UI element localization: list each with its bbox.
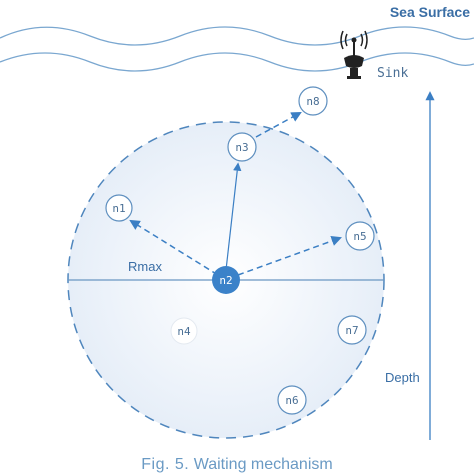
- node-n8: n8: [298, 86, 328, 116]
- depth-label: Depth: [385, 370, 420, 385]
- forwarding-arrows: [129, 111, 342, 281]
- node-n6: n6: [277, 385, 307, 415]
- node-n7: n7: [337, 315, 367, 345]
- rmax-label: Rmax: [128, 259, 162, 274]
- node-n8-label: n8: [306, 95, 319, 108]
- node-n5: n5: [345, 221, 375, 251]
- node-n3-label: n3: [235, 141, 248, 154]
- node-n7-label: n7: [345, 324, 358, 337]
- node-n2: n2: [212, 266, 240, 294]
- sea-waves: [0, 26, 474, 72]
- sink-buoy-icon: [340, 30, 368, 79]
- arrow-n3-n8: [255, 111, 302, 138]
- arrow-n2-n5: [237, 235, 342, 276]
- sea-surface-label: Sea Surface: [390, 4, 470, 20]
- node-n5-label: n5: [353, 230, 366, 243]
- sink-label: Sink: [377, 66, 408, 81]
- node-n6-label: n6: [285, 394, 298, 407]
- wave-line-top: [0, 26, 474, 46]
- arrow-n2-n1: [129, 219, 227, 281]
- caption-figure-number: Fig. 5.: [141, 456, 190, 473]
- node-n3: n3: [227, 132, 257, 162]
- arrow-n2-n3: [225, 162, 242, 271]
- node-n2-label: n2: [219, 274, 232, 287]
- wave-line-bottom: [0, 52, 474, 72]
- node-n4-label: n4: [177, 325, 191, 338]
- caption-text: Waiting mechanism: [193, 456, 333, 473]
- figure-caption: Fig. 5. Waiting mechanism: [0, 456, 474, 474]
- node-n1: n1: [105, 194, 133, 222]
- node-n1-label: n1: [112, 202, 125, 215]
- node-n4: n4: [170, 317, 198, 345]
